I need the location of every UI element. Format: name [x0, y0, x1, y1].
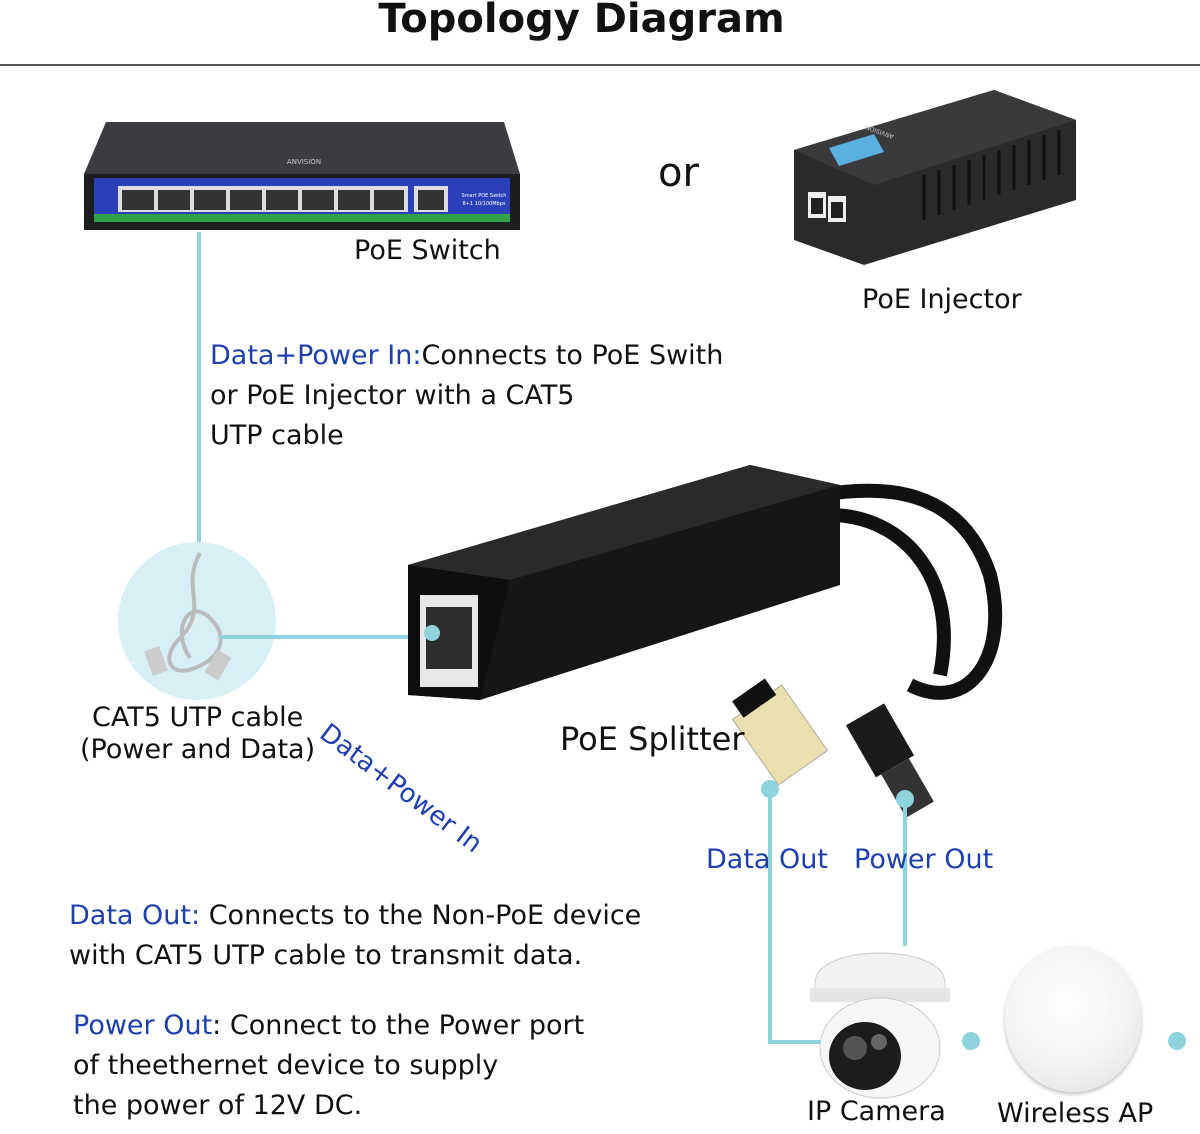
data-power-in-note: Data+Power In:Connects to PoE Swith or P…	[210, 336, 723, 456]
data-power-in-line2: or PoE Injector with a CAT5	[210, 380, 575, 411]
camera-dot	[962, 1032, 980, 1050]
power-out-note-line2: of theethernet device to supply	[73, 1050, 499, 1081]
cable-label-line2: (Power and Data)	[80, 734, 316, 765]
data-out-dot	[761, 780, 779, 798]
data-out-note-key: Data Out:	[69, 900, 201, 931]
power-out-label: Power Out	[854, 844, 994, 875]
or-label: or	[658, 150, 699, 196]
data-out-note-line2: with CAT5 UTP cable to transmit data.	[69, 940, 583, 971]
switch-panel-subtext: 8+1 10/100Mbps	[463, 201, 506, 207]
power-out-note: Power Out: Connect to the Power port of …	[73, 1006, 584, 1126]
wireless-ap-label: Wireless AP	[997, 1098, 1154, 1129]
ip-camera-label: IP Camera	[807, 1096, 946, 1127]
cable-to-splitter-line	[220, 635, 432, 639]
data-out-label: Data Out	[706, 844, 829, 875]
poe-splitter-image	[408, 465, 1003, 818]
poe-injector-image: ANVISION	[794, 90, 1076, 265]
poe-switch-image: ANVISION Smart POE Switch 8+1 10/100Mbps	[84, 122, 520, 230]
power-out-line	[903, 800, 907, 946]
switch-panel-text: Smart POE Switch	[462, 193, 507, 199]
ap-dot	[1168, 1032, 1186, 1050]
data-out-line-horizontal	[768, 1040, 832, 1044]
data-out-line	[768, 790, 772, 1044]
wireless-ap-image	[1005, 946, 1141, 1092]
cable-circle	[118, 542, 276, 700]
power-out-note-key: Power Out	[73, 1010, 213, 1041]
data-power-in-line3: UTP cable	[210, 420, 344, 451]
data-out-note: Data Out: Connects to the Non-PoE device…	[69, 896, 641, 976]
data-power-in-key: Data+Power In:	[210, 340, 422, 371]
switch-brand: ANVISION	[287, 158, 321, 166]
poe-injector-label: PoE Injector	[862, 284, 1022, 315]
cable-label-line1: CAT5 UTP cable	[92, 702, 304, 733]
title-divider	[0, 64, 1200, 66]
power-out-dot	[896, 790, 914, 808]
poe-splitter-label: PoE Splitter	[560, 720, 745, 758]
switch-to-cable-line	[197, 232, 201, 552]
page-title: Topology Diagram	[378, 0, 785, 42]
power-out-note-line3: the power of 12V DC.	[73, 1090, 363, 1121]
cat5-cable-image	[144, 552, 232, 681]
data-power-in-line1: Connects to PoE Swith	[421, 340, 724, 371]
poe-switch-label: PoE Switch	[354, 235, 501, 266]
ip-camera-image	[810, 952, 950, 1099]
power-out-note-line1: : Connect to the Power port	[212, 1010, 585, 1041]
data-out-note-line1: Connects to the Non-PoE device	[200, 900, 642, 931]
